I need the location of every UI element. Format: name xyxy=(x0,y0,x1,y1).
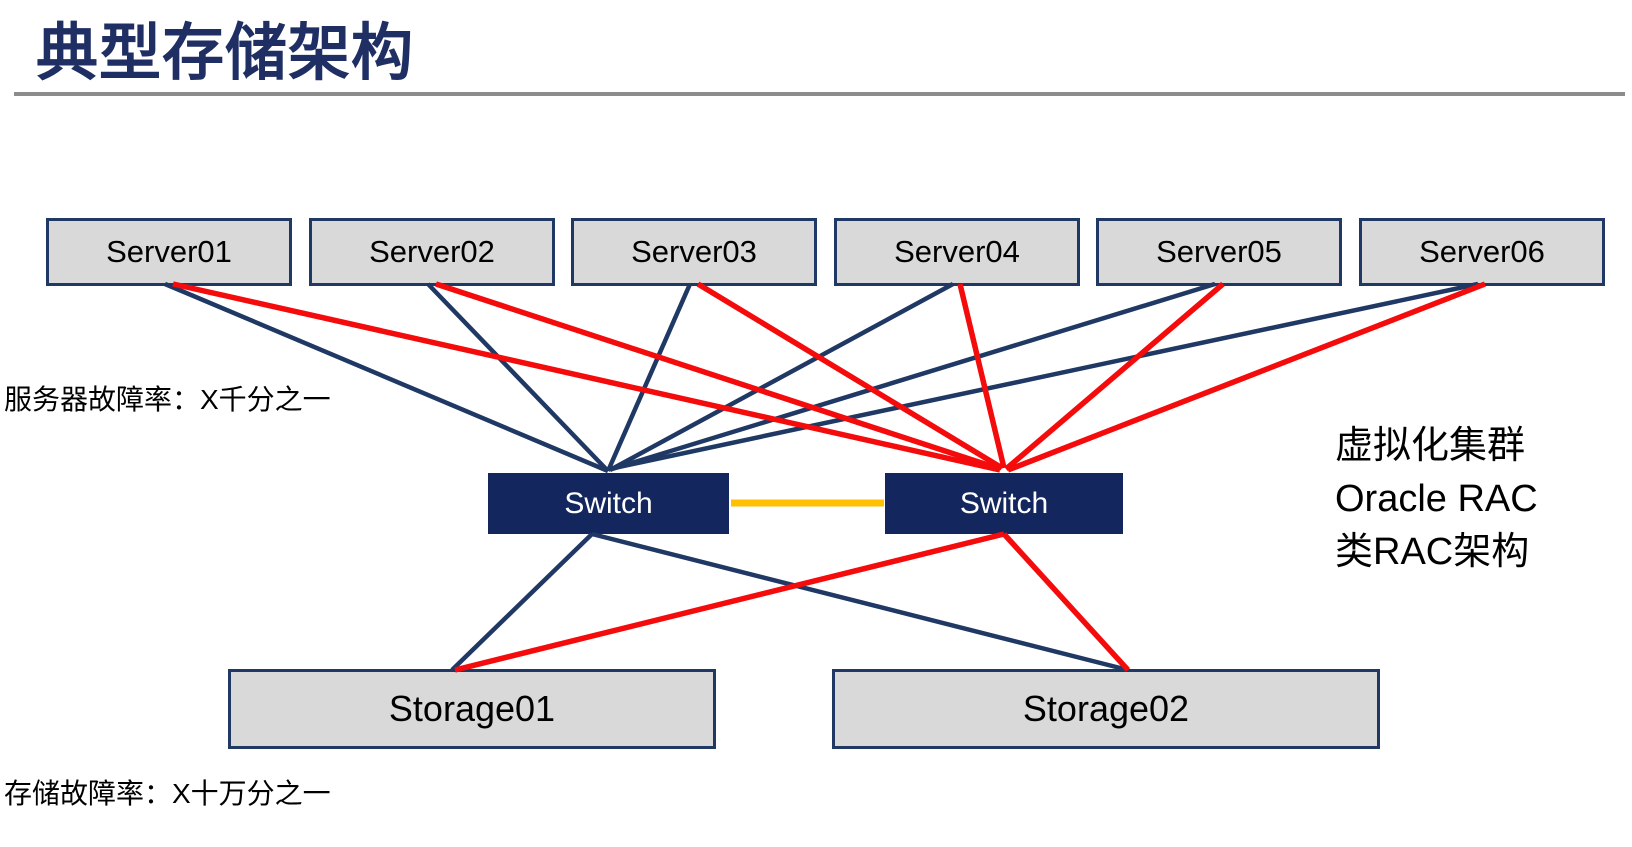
title-divider xyxy=(14,92,1625,96)
server-box-6: Server06 xyxy=(1359,218,1605,286)
link-server2-switch1 xyxy=(426,282,610,473)
link-server4-switch2 xyxy=(957,283,1007,469)
link-switch2-storage2 xyxy=(1001,532,1131,672)
server-box-1: Server01 xyxy=(46,218,292,286)
server-box-3: Server03 xyxy=(571,218,817,286)
server-label: Server02 xyxy=(369,234,495,269)
link-server3-switch1 xyxy=(605,283,693,472)
cluster-note-line-2: Oracle RAC xyxy=(1335,478,1538,520)
server-label: Server03 xyxy=(631,234,757,269)
storage-failure-rate-label: 存储故障率：X十万分之一 xyxy=(4,778,331,809)
storage-box-2: Storage02 xyxy=(832,669,1380,749)
link-server5-switch2 xyxy=(1004,281,1225,472)
server-box-4: Server04 xyxy=(834,218,1080,286)
server-failure-rate-label: 服务器故障率：X千分之一 xyxy=(4,384,331,415)
switch-box-2: Switch xyxy=(885,473,1123,534)
link-switch1-storage1 xyxy=(450,532,594,672)
switch-label: Switch xyxy=(564,486,653,520)
server-box-2: Server02 xyxy=(309,218,555,286)
link-server4-switch1 xyxy=(608,282,955,472)
link-switch1-storage2 xyxy=(591,531,1129,673)
switch-box-1: Switch xyxy=(488,473,729,534)
cluster-note-line-1: 虚拟化集群 xyxy=(1335,425,1526,467)
link-server3-switch2 xyxy=(696,281,1004,471)
server-label: Server01 xyxy=(106,234,232,269)
server-label: Server04 xyxy=(894,234,1020,269)
link-switch2-storage1 xyxy=(454,531,1005,673)
link-server5-switch1 xyxy=(611,281,1216,472)
storage-box-1: Storage01 xyxy=(228,669,716,749)
server-label: Server05 xyxy=(1156,234,1282,269)
link-server1-switch2 xyxy=(172,281,1001,473)
server-label: Server06 xyxy=(1419,234,1545,269)
storage-label: Storage02 xyxy=(1022,688,1190,729)
page-title: 典型存储架构 xyxy=(36,19,415,88)
switch-label: Switch xyxy=(959,486,1049,520)
server-box-5: Server05 xyxy=(1096,218,1342,286)
cluster-note-line-3: 类RAC架构 xyxy=(1335,531,1530,573)
storage-label: Storage01 xyxy=(388,688,556,729)
link-server2-switch2 xyxy=(435,281,1001,472)
cluster-note: 虚拟化集群 Oracle RAC 类RAC架构 xyxy=(1335,420,1538,579)
